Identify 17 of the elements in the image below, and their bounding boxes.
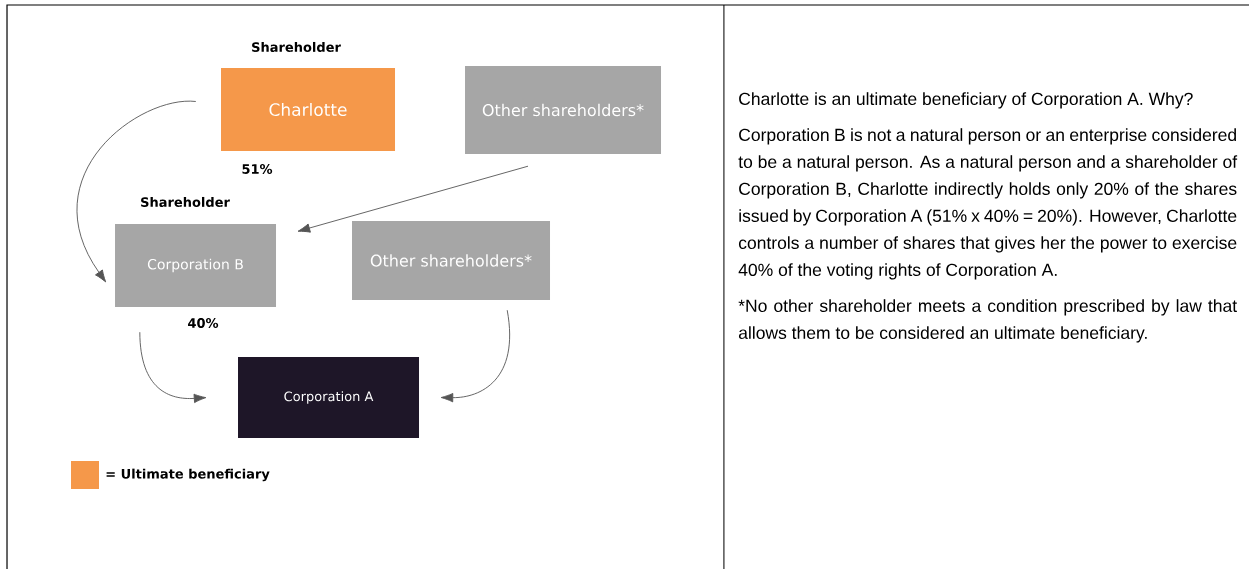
node-caption: 51% — [242, 164, 273, 174]
node-caption: Shareholder — [252, 41, 341, 53]
paragraph: Charlotte is an ultimate beneficiary of Corporation A. Why? — [739, 92, 1193, 109]
arrow — [139, 331, 207, 404]
node-caption: Shareholder — [141, 196, 230, 208]
arrow — [440, 309, 510, 403]
box: Other shareholders* — [465, 66, 661, 154]
arrow — [76, 101, 197, 283]
box: Other shareholders* — [352, 221, 550, 300]
box: Charlotte — [221, 68, 395, 151]
box: Corporation A — [238, 357, 419, 438]
paragraph: Corporation B is not a natural person or an enterprise considered to be a natural person. As a natural person and a shareholder of Corporation B, Charlotte indirectly holds only 20% of the shares issued by Corporation A (51% x 40% = 20%). However, Charlotte controls a number of shares that gives her the power to exercise 40% of the voting rights of Corporation A. — [738, 128, 1238, 280]
box: Corporation B — [115, 224, 276, 307]
legend-text: = Ultimate beneficiary — [106, 468, 270, 482]
paragraph: *No other shareholder meets a condition prescribed by law that allows them to be considered an ultimate beneficiary. — [738, 299, 1237, 343]
node-caption: 40% — [188, 318, 219, 328]
arrow — [297, 165, 529, 233]
